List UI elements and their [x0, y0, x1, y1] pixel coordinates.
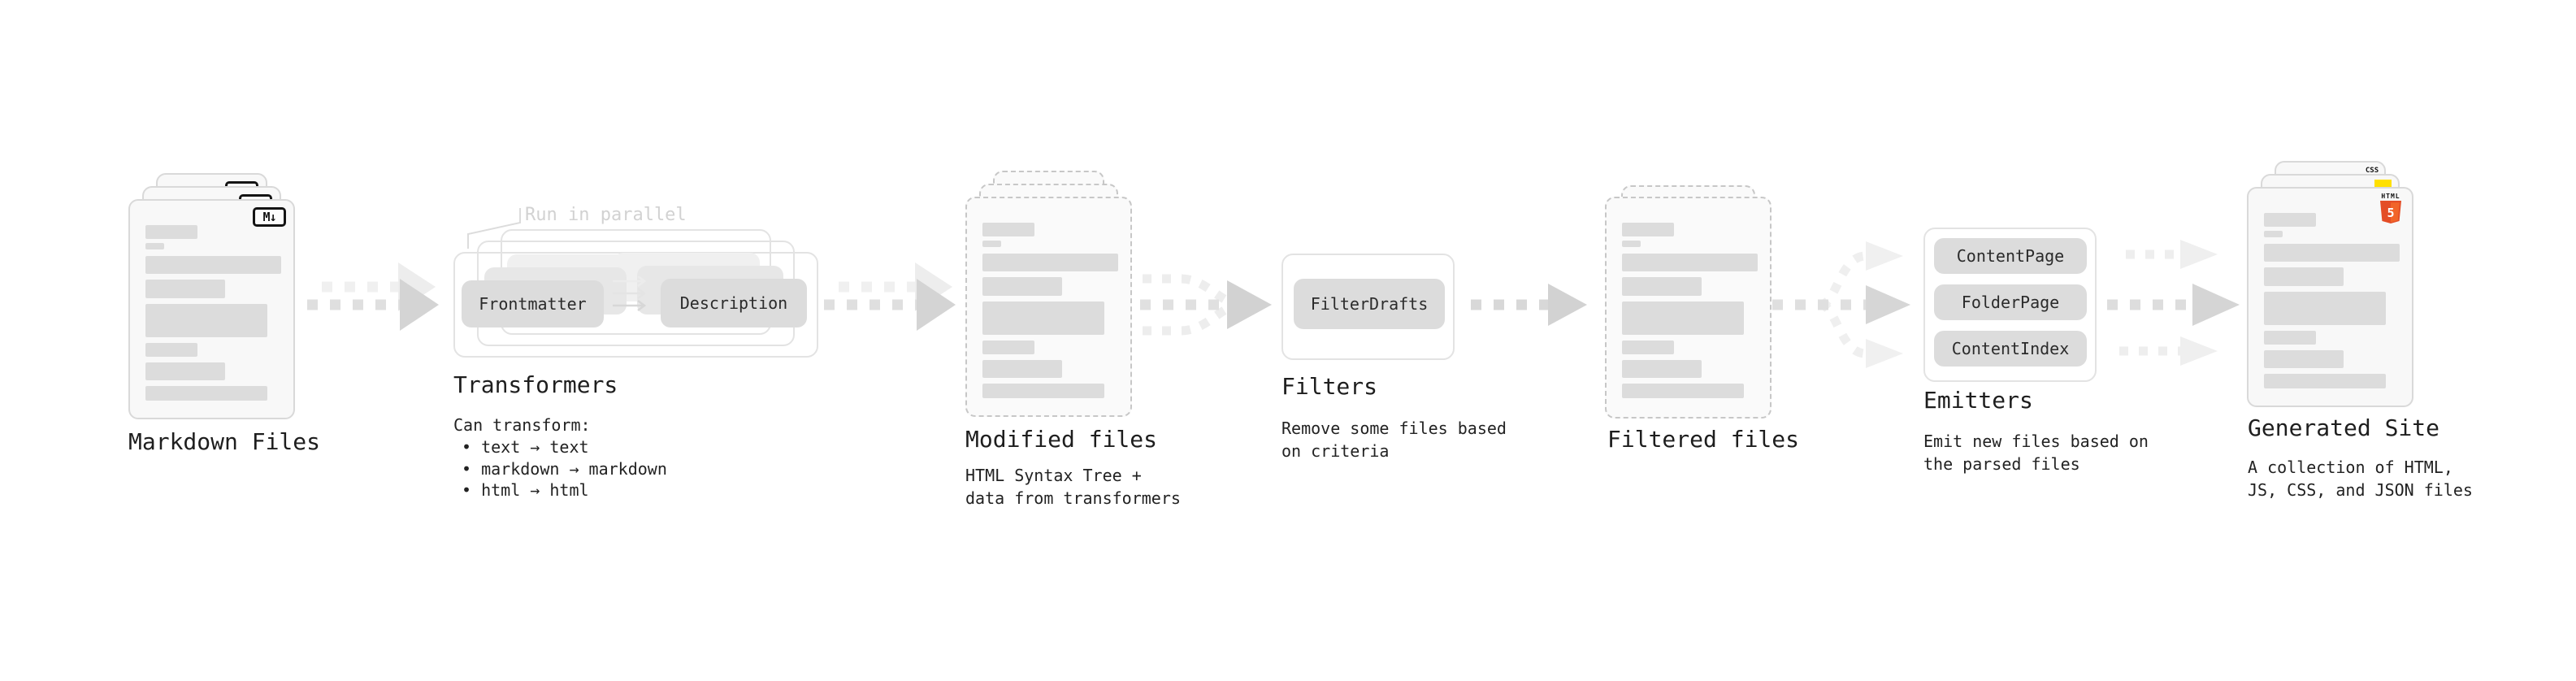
- placeholder-text-bar: [1622, 360, 1702, 378]
- placeholder-text-bar: [2264, 374, 2386, 388]
- filters-box: [1281, 254, 1455, 360]
- placeholder-text-bar: [145, 256, 281, 274]
- placeholder-text-bar: [982, 340, 1034, 354]
- stage-title: Filters: [1281, 373, 1378, 400]
- placeholder-text-bar: [982, 223, 1034, 236]
- placeholder-text-bar: [2264, 292, 2386, 325]
- placeholder-text-bar: [1622, 241, 1641, 247]
- placeholder-text-bar: [2264, 213, 2316, 227]
- filter-chip-filterdrafts: FilterDrafts: [1294, 279, 1445, 329]
- transformer-chip-frontmatter: Frontmatter: [462, 280, 604, 327]
- stage-caption: data from transformers: [965, 488, 1181, 508]
- html5-icon-label: HTML: [2381, 193, 2400, 200]
- file-card: HTML 5: [2247, 187, 2413, 407]
- emitter-chip-contentpage: ContentPage: [1934, 238, 2087, 274]
- placeholder-text-bar: [145, 304, 267, 337]
- placeholder-text-bar: [145, 225, 197, 239]
- transformer-chip-description: Description: [661, 279, 807, 327]
- arrow-emitters-to-site-triple: [2107, 240, 2240, 366]
- placeholder-text-bar: [982, 301, 1104, 335]
- placeholder-text-bar: [2264, 350, 2344, 368]
- stage-title: Filtered files: [1607, 426, 1800, 453]
- placeholder-text-bar: [145, 362, 225, 380]
- arrow-filters-to-filtered: [1471, 284, 1587, 326]
- emitter-chip-folderpage: FolderPage: [1934, 284, 2087, 320]
- arrow-markdown-to-transformers: [307, 262, 439, 331]
- placeholder-text-bar: [982, 384, 1104, 398]
- placeholder-text-bar: [1622, 223, 1674, 236]
- stage-title: Markdown Files: [128, 428, 321, 455]
- placeholder-text-bar: [2264, 244, 2400, 262]
- placeholder-text-bar: [145, 243, 164, 249]
- stage-caption: A collection of HTML,: [2248, 458, 2453, 477]
- stage-title: Emitters: [1923, 387, 2033, 414]
- stage-caption: on criteria: [1281, 441, 1390, 461]
- stage-caption: the parsed files: [1923, 454, 2080, 474]
- stage-title: Modified files: [965, 426, 1158, 453]
- placeholder-text-bar: [2264, 267, 2344, 286]
- stage-caption: Remove some files based: [1281, 419, 1507, 438]
- caption-bullet: • markdown → markdown: [462, 459, 667, 479]
- css-icon-label: CSS: [2365, 167, 2379, 175]
- arrow-transformers-to-modified: [824, 262, 956, 331]
- placeholder-text-bar: [145, 386, 267, 401]
- placeholder-text-bar: [982, 241, 1001, 247]
- file-card-dashed: [965, 197, 1132, 417]
- stage-caption-heading: Can transform:: [453, 415, 591, 435]
- caption-bullet: • text → text: [462, 437, 589, 457]
- placeholder-text-bar: [1622, 340, 1674, 354]
- stage-caption: JS, CSS, and JSON files: [2248, 480, 2473, 500]
- placeholder-text-bar: [2264, 331, 2316, 345]
- placeholder-text-bar: [982, 360, 1062, 378]
- stage-title: Transformers: [453, 371, 618, 398]
- html5-file-icon: HTML 5: [2379, 193, 2403, 227]
- placeholder-text-bar: [1622, 277, 1702, 296]
- annotation-connector-line: [467, 208, 521, 249]
- placeholder-text-bar: [1622, 301, 1744, 335]
- placeholder-text-bar: [982, 254, 1118, 271]
- placeholder-text-bar: [2264, 231, 2283, 237]
- emitters-box: [1923, 228, 2097, 382]
- caption-bullet: • html → html: [462, 480, 589, 500]
- arrow-modified-to-filters-merge: [1140, 274, 1272, 336]
- run-in-parallel-annotation: Run in parallel: [525, 205, 687, 225]
- file-card-dashed: [1605, 197, 1772, 419]
- file-card: M↓: [128, 199, 295, 419]
- stage-caption: HTML Syntax Tree +: [965, 466, 1142, 485]
- markdown-file-icon: M↓: [253, 207, 286, 227]
- placeholder-text-bar: [1622, 254, 1758, 271]
- emitter-chip-contentindex: ContentIndex: [1934, 331, 2087, 367]
- arrow-filtered-to-emitters-split: [1772, 241, 1910, 368]
- placeholder-text-bar: [982, 277, 1062, 296]
- stage-caption: Emit new files based on: [1923, 432, 2149, 451]
- placeholder-text-bar: [145, 280, 225, 298]
- placeholder-text-bar: [145, 343, 197, 357]
- html5-shield: 5: [2380, 201, 2401, 223]
- svg-text:5: 5: [2387, 206, 2394, 220]
- placeholder-text-bar: [1622, 384, 1744, 398]
- parallel-flow-arrows: [613, 276, 647, 311]
- stage-title: Generated Site: [2248, 414, 2440, 441]
